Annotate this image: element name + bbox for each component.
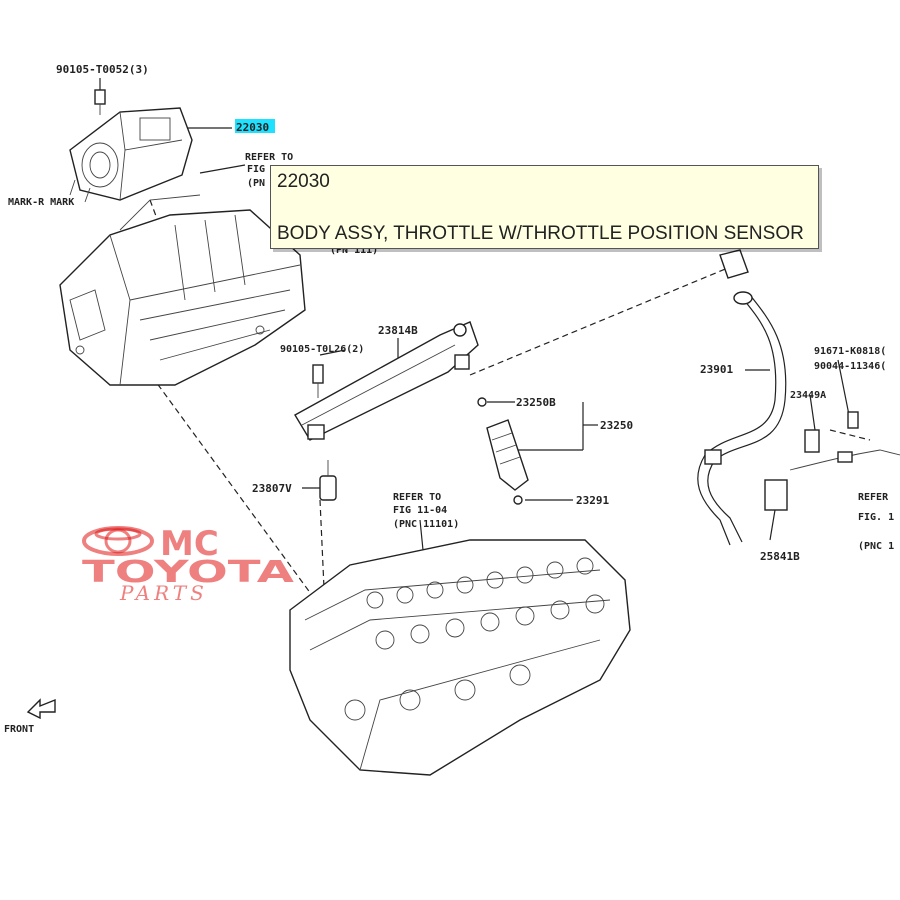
watermark-logo: MC TOYOTA PARTS <box>82 525 295 605</box>
label-bolt-top: 90105-T0052(3) <box>56 63 149 76</box>
label-refer-top-3: (PN <box>247 178 265 189</box>
cam-lobes <box>344 557 605 721</box>
label-throttle-part[interactable]: 22030 <box>236 121 269 134</box>
label-vacuum-hose[interactable]: 23901 <box>700 363 733 376</box>
label-refer-right-3: (PNC 1 <box>858 541 894 552</box>
label-refer-right-1: REFER <box>858 492 889 503</box>
part-labels: 90105-T0052(3) 22030 REFER TO FIG (PN (P… <box>4 63 894 735</box>
watermark-toyota: TOYOTA <box>82 555 295 590</box>
tooltip-part-code: 22030 <box>277 171 330 192</box>
tooltip-part-description: BODY ASSY, THROTTLE W/THROTTLE POSITION … <box>277 223 804 244</box>
label-injector-assy[interactable]: 23250 <box>600 419 633 432</box>
label-injector-sub[interactable]: 23250B <box>516 396 556 409</box>
label-refer-top-1: REFER TO <box>245 152 293 163</box>
spacer-part[interactable] <box>319 460 337 501</box>
label-gasket[interactable]: 23291 <box>576 494 609 507</box>
label-spacer[interactable]: 23807V <box>252 482 292 495</box>
label-refer-head-3: (PNC 11101) <box>393 519 459 530</box>
label-engine-marker: MARK-R MARK <box>8 197 74 208</box>
watermark-parts: PARTS <box>119 581 208 605</box>
label-refer-head-1: REFER TO <box>393 492 441 503</box>
front-arrow-icon <box>26 698 56 720</box>
label-bolt-mid: 90105-T0L26(2) <box>280 344 364 355</box>
part-tooltip: 22030 BODY ASSY, THROTTLE W/THROTTLE POS… <box>270 165 819 249</box>
intake-manifold-part[interactable] <box>59 194 306 386</box>
label-front: FRONT <box>4 724 34 735</box>
watermark-mc: MC <box>160 525 219 564</box>
label-refer-head-2: FIG 11-04 <box>393 505 447 516</box>
label-bracket-right[interactable]: 23449A <box>790 390 826 401</box>
label-refer-top-4: (PN 111) <box>330 245 378 256</box>
throttle-body-part[interactable] <box>69 89 193 203</box>
label-clip-right-2: 90044-11346( <box>814 361 886 372</box>
vacuum-hose-part[interactable] <box>697 249 900 546</box>
callout-highlight <box>235 119 275 133</box>
label-refer-top-2: FIG <box>247 164 265 175</box>
label-fuel-rail[interactable]: 23814B <box>378 324 418 337</box>
toyota-emblem-icon <box>82 526 154 556</box>
cylinder-head-part[interactable] <box>289 539 631 776</box>
label-valve-right[interactable]: 25841B <box>760 550 800 563</box>
fuel-rail-part[interactable] <box>294 321 479 441</box>
label-clip-right-1: 91671-K0818( <box>814 346 886 357</box>
label-refer-right-2: FIG. 1 <box>858 512 894 523</box>
injector-part[interactable] <box>477 397 529 505</box>
